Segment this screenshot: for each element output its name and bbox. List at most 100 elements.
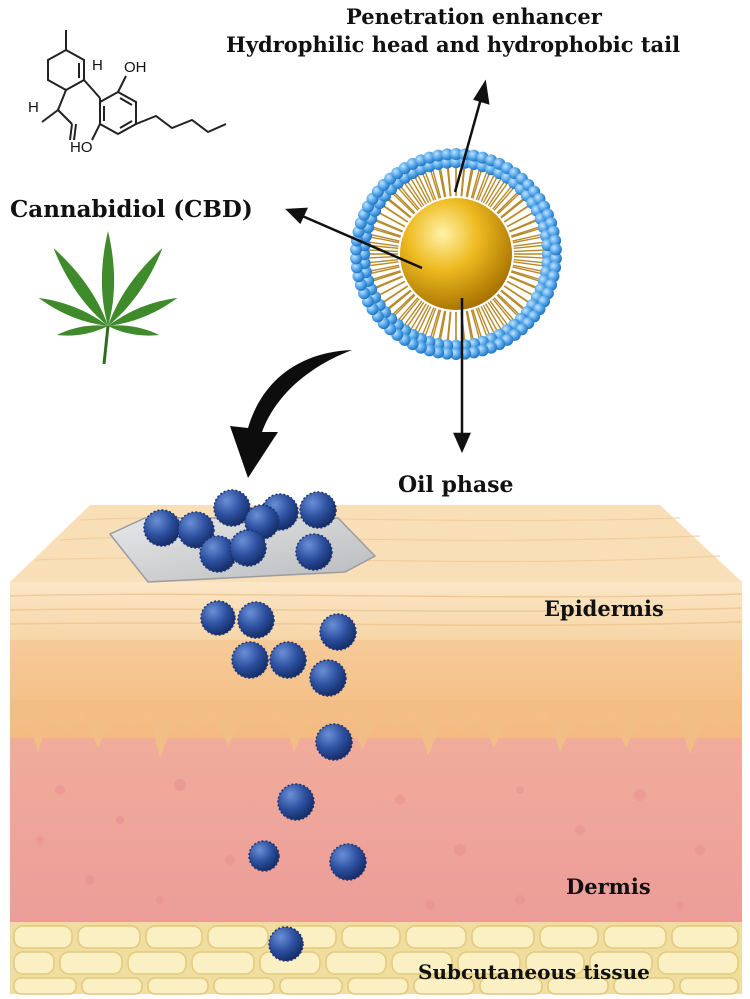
- nanoparticle: [248, 840, 280, 872]
- lipid-tail: [372, 270, 401, 280]
- lipid-tail: [496, 191, 519, 214]
- nanoparticle: [277, 783, 315, 821]
- arrow-to-cbd: [299, 213, 423, 270]
- cbd-molecule-structure: [41, 30, 227, 141]
- lipid-tail: [400, 186, 420, 210]
- nanoparticle: [268, 926, 304, 962]
- application-arrow: [230, 350, 352, 478]
- nanoparticles: [143, 489, 367, 962]
- lipid-head: [432, 149, 445, 162]
- lipid-tail: [422, 307, 435, 335]
- lipid-tail: [393, 191, 416, 214]
- lipid-tail: [375, 220, 403, 233]
- lipid-tail: [407, 301, 425, 327]
- lipid-tail: [466, 168, 474, 198]
- lipid-tail: [407, 181, 425, 207]
- lipid-tail: [487, 301, 505, 327]
- nanoparticle: [315, 723, 353, 761]
- label-head-tail: Hydrophilic head and hydrophobic tail: [226, 32, 681, 57]
- lipid-tail: [477, 173, 490, 201]
- lipid-tail: [430, 309, 440, 338]
- lipid-tail: [370, 264, 400, 272]
- lipid-head: [441, 148, 454, 161]
- nanoparticle: [237, 601, 275, 639]
- label-epidermis: Epidermis: [544, 596, 664, 621]
- hydrophobic-tails: [361, 158, 551, 350]
- atom-h-upper: H: [92, 57, 103, 74]
- lipid-tail: [438, 168, 446, 198]
- lipid-tail: [487, 181, 505, 207]
- lipid-tail: [438, 310, 446, 340]
- nanoparticle: [199, 535, 237, 573]
- arrowhead-cbd: [285, 207, 309, 225]
- nanoparticle: [299, 491, 337, 529]
- pointer-arrows: [285, 79, 490, 454]
- lipid-tail: [512, 264, 542, 272]
- lipid-head: [449, 348, 462, 360]
- lipid-tail: [477, 307, 490, 335]
- lipid-head: [450, 148, 463, 160]
- lipid-head: [441, 347, 454, 360]
- dermis-cells: [36, 779, 705, 910]
- lipid-tail: [370, 236, 400, 244]
- nanoemulsion-droplet: [350, 148, 562, 360]
- cannabis-leaf-icon: [38, 231, 178, 365]
- lipid-tail: [513, 244, 543, 250]
- lipid-tail: [393, 294, 416, 317]
- nanoparticle: [295, 533, 333, 571]
- lipid-tail: [513, 258, 543, 264]
- hydrophilic-heads: [350, 148, 562, 360]
- arrowhead-enhancer: [473, 79, 490, 105]
- nanoparticle: [177, 511, 215, 549]
- lipid-tail: [492, 298, 512, 322]
- atom-oh-bottom: HO: [70, 139, 93, 156]
- lipid-tail: [500, 290, 524, 310]
- cbd-molecule-atoms: OH HO H H: [28, 57, 147, 156]
- nanoparticle: [319, 613, 357, 651]
- nanoparticle: [329, 843, 367, 881]
- label-oil-phase: Oil phase: [398, 472, 514, 498]
- skin-block: [9, 505, 743, 995]
- lipid-tail: [422, 173, 435, 201]
- lipid-head: [350, 252, 363, 265]
- lipid-tail: [414, 176, 430, 204]
- lipid-tail: [472, 170, 482, 199]
- lipid-head: [467, 346, 480, 359]
- nanoparticle: [143, 509, 181, 547]
- lipid-tail: [369, 258, 399, 264]
- nanoparticle: [200, 600, 236, 636]
- lipid-tail: [388, 290, 412, 310]
- label-subcutaneous-tissue: Subcutaneous tissue: [418, 960, 650, 984]
- label-dermis: Dermis: [566, 874, 651, 899]
- nanoparticle: [269, 641, 307, 679]
- lipid-tail: [509, 275, 537, 288]
- nanoparticle: [213, 489, 251, 527]
- lipid-tail: [482, 304, 498, 332]
- lipid-head: [549, 252, 562, 265]
- lipid-head: [549, 243, 562, 256]
- label-cbd: Cannabidiol (CBD): [10, 196, 253, 223]
- nanoparticle: [231, 641, 269, 679]
- lipid-tail: [430, 170, 440, 199]
- oil-core: [400, 198, 512, 310]
- dermis-layer: [10, 738, 742, 928]
- atom-h-lower: H: [28, 99, 39, 116]
- nanoparticle: [229, 529, 267, 567]
- lipid-tail: [388, 198, 412, 218]
- lipid-head: [350, 243, 363, 256]
- lipid-tail: [482, 176, 498, 204]
- lipid-tail: [500, 198, 524, 218]
- label-penetration-enhancer: Penetration enhancer: [346, 4, 602, 29]
- atom-oh-top: OH: [124, 59, 147, 76]
- arrowhead-oil-phase: [453, 432, 471, 454]
- lipid-tail: [372, 228, 401, 238]
- lipid-tail: [511, 270, 540, 280]
- arrow-to-enhancer: [453, 94, 484, 193]
- stratum-lines: [9, 593, 743, 626]
- lipid-head: [549, 234, 562, 247]
- lipid-tail: [466, 310, 474, 340]
- lipid-tail: [492, 186, 512, 210]
- lipid-tail: [400, 298, 420, 322]
- lipid-tail: [511, 228, 540, 238]
- lipid-head: [350, 261, 363, 274]
